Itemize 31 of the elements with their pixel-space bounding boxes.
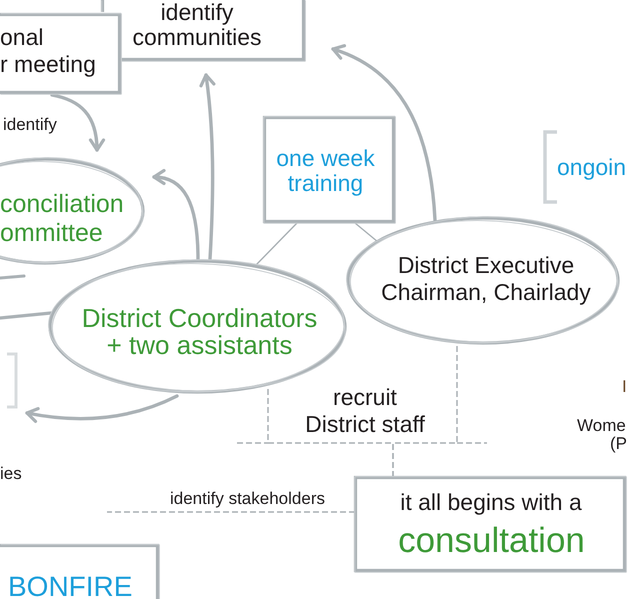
ellipse-node xyxy=(0,157,146,266)
node-text: BONFIRE xyxy=(8,576,134,598)
highlight-text: consultation xyxy=(397,522,586,560)
process-box xyxy=(0,543,160,599)
node-text: onal r meeting xyxy=(0,24,97,78)
arrow xyxy=(25,394,179,423)
connector-line xyxy=(354,222,379,243)
node-text: identify communities xyxy=(131,0,263,50)
node-text: one week training xyxy=(275,146,376,196)
node-text: District Coordinators + two assistants xyxy=(80,304,318,358)
node-text: District Executive Chairman, Chairlady xyxy=(380,252,592,306)
ellipse-node xyxy=(344,214,622,347)
arrow xyxy=(331,44,437,222)
text-label: I xyxy=(622,377,627,397)
dashed-connector xyxy=(107,511,355,513)
node-text: it all begins with a xyxy=(399,488,583,516)
process-box xyxy=(0,12,122,95)
text-label: ongoin xyxy=(557,154,626,180)
process-box xyxy=(100,0,306,62)
connector-line xyxy=(0,311,53,320)
process-box xyxy=(353,475,627,573)
text-label: ies xyxy=(0,464,22,484)
arrow xyxy=(152,170,200,261)
arrow xyxy=(50,93,105,152)
dashed-connector xyxy=(392,343,458,477)
node-text: conciliation ommittee xyxy=(0,190,125,248)
connector-line xyxy=(255,222,298,266)
arrow xyxy=(199,73,216,261)
process-box xyxy=(262,115,396,224)
text-label: Wome xyxy=(577,416,626,436)
text-label: (P xyxy=(610,434,627,454)
